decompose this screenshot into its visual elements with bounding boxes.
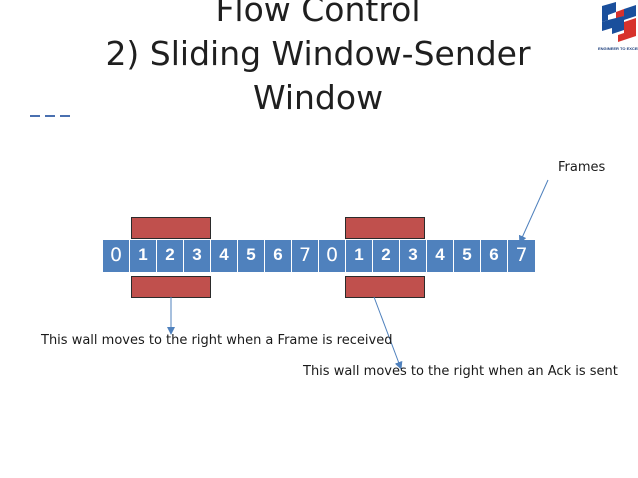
decorative-dash-line xyxy=(30,115,70,117)
sender-wall-top xyxy=(345,217,425,239)
frames-label: Frames xyxy=(558,160,606,175)
frame-cell: 4 xyxy=(211,240,238,272)
frame-cell: 2 xyxy=(373,240,400,272)
frame-cell: 2 xyxy=(157,240,184,272)
frame-cell: 6 xyxy=(265,240,292,272)
frame-cell: 5 xyxy=(238,240,265,272)
frames-arrow xyxy=(518,179,549,244)
logo-tagline: ENGINEER TO EXCEL xyxy=(598,46,638,51)
frame-cell: 5 xyxy=(454,240,481,272)
frame-cell: 1 xyxy=(130,240,157,272)
receiver-wall-top xyxy=(131,217,211,239)
sender-wall-bottom xyxy=(345,276,425,298)
slide-title: Flow Control 2) Sliding Window-Sender Wi… xyxy=(40,0,596,120)
frame-cell: 3 xyxy=(400,240,427,272)
receiver-wall-caption: This wall moves to the right when a Fram… xyxy=(41,333,393,348)
logo-icon xyxy=(602,2,636,42)
frame-cell: 7 xyxy=(292,240,319,272)
frame-cell: 4 xyxy=(427,240,454,272)
title-line-1: Flow Control xyxy=(215,0,421,29)
frame-cell: 0 xyxy=(103,240,130,272)
frame-cell: 7 xyxy=(515,244,528,266)
title-line-2: 2) Sliding Window-Sender xyxy=(105,34,531,73)
sender-wall-arrow xyxy=(373,296,403,370)
sender-wall-caption: This wall moves to the right when an Ack… xyxy=(303,364,618,379)
frame-cell: 0 xyxy=(319,240,346,272)
title-line-3: Window xyxy=(252,78,384,117)
frame-cell: 6 xyxy=(481,240,508,272)
frame-cell: 3 xyxy=(184,240,211,272)
frame-cell: 1 xyxy=(346,240,373,272)
